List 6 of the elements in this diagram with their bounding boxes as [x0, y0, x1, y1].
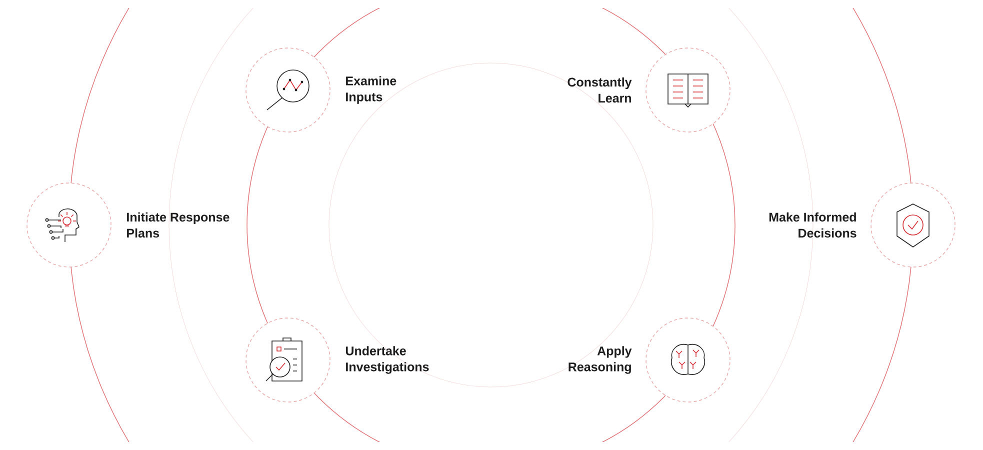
step-label: Make Informed Decisions [769, 212, 856, 238]
step-label: Apply Reasoning [568, 346, 632, 374]
step-label: Constantly Learn [568, 77, 632, 103]
step-label: Examine Inputs [346, 76, 396, 104]
step-label: Undertake Investigations [346, 346, 429, 374]
step-label: Initiate Response Plans [127, 212, 230, 238]
